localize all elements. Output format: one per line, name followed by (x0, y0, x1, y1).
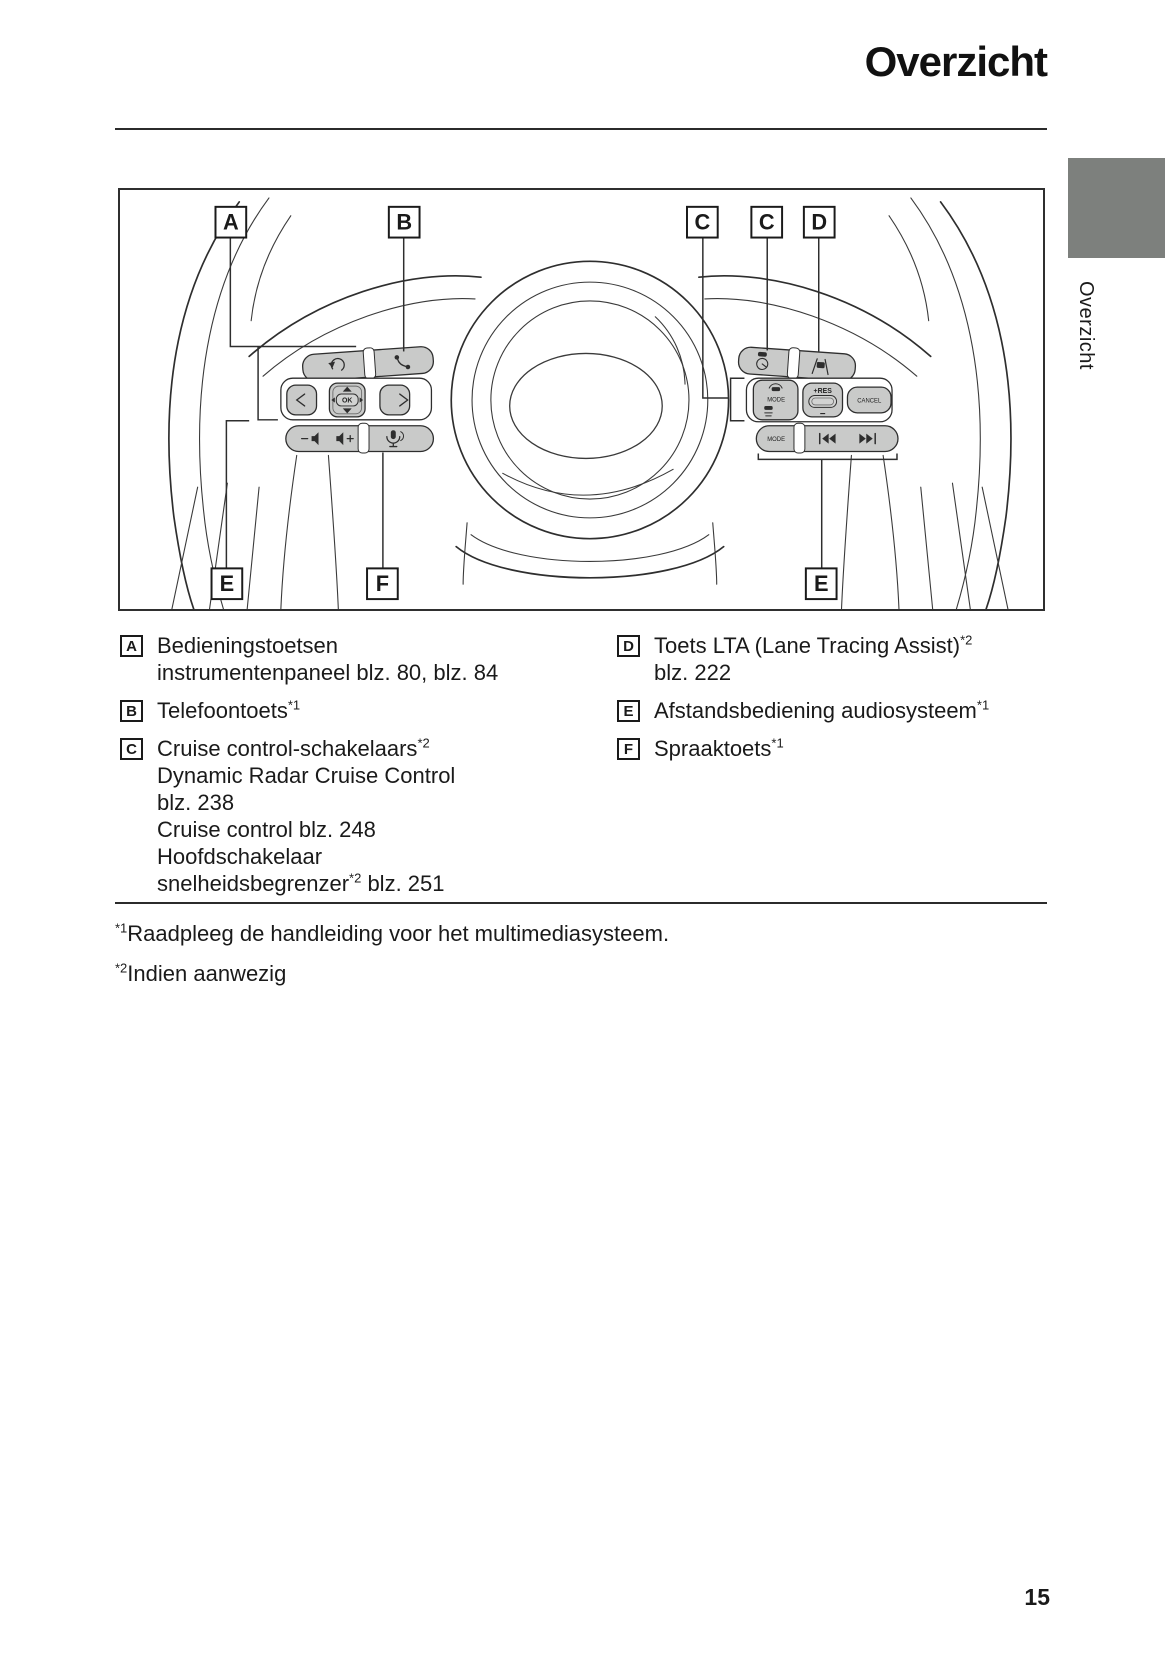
page-title: Overzicht (864, 38, 1048, 85)
left-button-pod: OK (280, 346, 435, 454)
ok-button (335, 393, 359, 407)
button-divider (362, 347, 377, 380)
legend-item-F: F Spraaktoets*1 (617, 735, 1047, 762)
legend-item-E: E Afstandsbediening audiosysteem*1 (617, 697, 1047, 724)
cruise-mode-button: MODE (752, 379, 799, 421)
ok-button-label: OK (342, 398, 352, 405)
ok-pad: OK (328, 382, 366, 418)
left-arrow-button (286, 384, 318, 416)
callout-d: D (811, 210, 827, 235)
cancel-label: CANCEL (857, 398, 882, 404)
footnotes: *1Raadpleeg de handleiding voor het mult… (115, 914, 669, 994)
callout-leaders (225, 237, 898, 569)
steering-wheel-diagram: OK (118, 188, 1045, 611)
up-arrow-icon (342, 386, 352, 392)
res-label: +RES (814, 388, 833, 395)
steering-wheel-art: OK (168, 197, 1012, 609)
footnote-rule (115, 902, 1047, 904)
cruise-speed-icon (756, 351, 769, 371)
callout-f: F (376, 571, 389, 596)
lane-tracing-icon (811, 358, 829, 376)
button-divider (786, 347, 801, 380)
down-arrow-icon (342, 408, 352, 414)
page-number: 15 (1024, 1584, 1050, 1610)
button-divider (793, 422, 806, 454)
right-arrow-button (379, 384, 411, 416)
next-track-icon (859, 432, 876, 445)
footnote: *1Raadpleeg de handleiding voor het mult… (115, 920, 670, 946)
volume-up-icon (336, 432, 354, 446)
legend-text: Telefoontoets*1 (157, 697, 301, 723)
chapter-tab-label: Overzicht (1075, 281, 1097, 370)
legend-key-box-F: F (617, 738, 640, 760)
right-arrow-icon (399, 393, 409, 407)
distance-icon (764, 405, 773, 417)
chapter-tab (1068, 158, 1165, 258)
wheel-outline (168, 197, 1012, 609)
voice-icon (386, 430, 405, 448)
previous-track-icon (818, 432, 836, 445)
res-set-rocker: +RES − (802, 382, 844, 420)
cruise-mode-label: MODE (767, 397, 785, 403)
right-button-pod: MODE +RES − CANCEL (737, 346, 899, 454)
legend-key-box-E: E (617, 700, 640, 722)
phone-icon (394, 355, 411, 370)
legend-key-box-D: D (617, 635, 640, 657)
callout-c2: C (759, 210, 775, 235)
legend-key-box-B: B (120, 700, 143, 722)
callout-e-right: E (814, 571, 829, 596)
legend-item-B: B Telefoontoets*1 (120, 697, 600, 724)
footnote: *2Indien aanwezig (115, 960, 287, 986)
cancel-button: CANCEL (846, 386, 892, 414)
audio-mode-label: MODE (767, 437, 785, 443)
left-arrow-icon (295, 393, 306, 407)
radar-mode-icon (768, 383, 783, 392)
back-icon (328, 357, 345, 371)
callout-a: A (223, 210, 239, 235)
callout-c1: C (694, 210, 710, 235)
callout-b: B (396, 210, 412, 235)
button-divider (357, 422, 370, 454)
legend-text: Spraaktoets*1 (654, 735, 784, 761)
legend-key-box-A: A (120, 635, 143, 657)
callout-e-left: E (220, 571, 235, 596)
volume-down-icon (301, 432, 319, 446)
legend-text: Afstandsbediening audiosysteem*1 (654, 697, 990, 723)
legend-key-box-C: C (120, 738, 143, 760)
callout-boxes: A B C C D E F E (210, 205, 838, 601)
title-rule (115, 128, 1047, 130)
set-minus-label: − (820, 409, 826, 420)
